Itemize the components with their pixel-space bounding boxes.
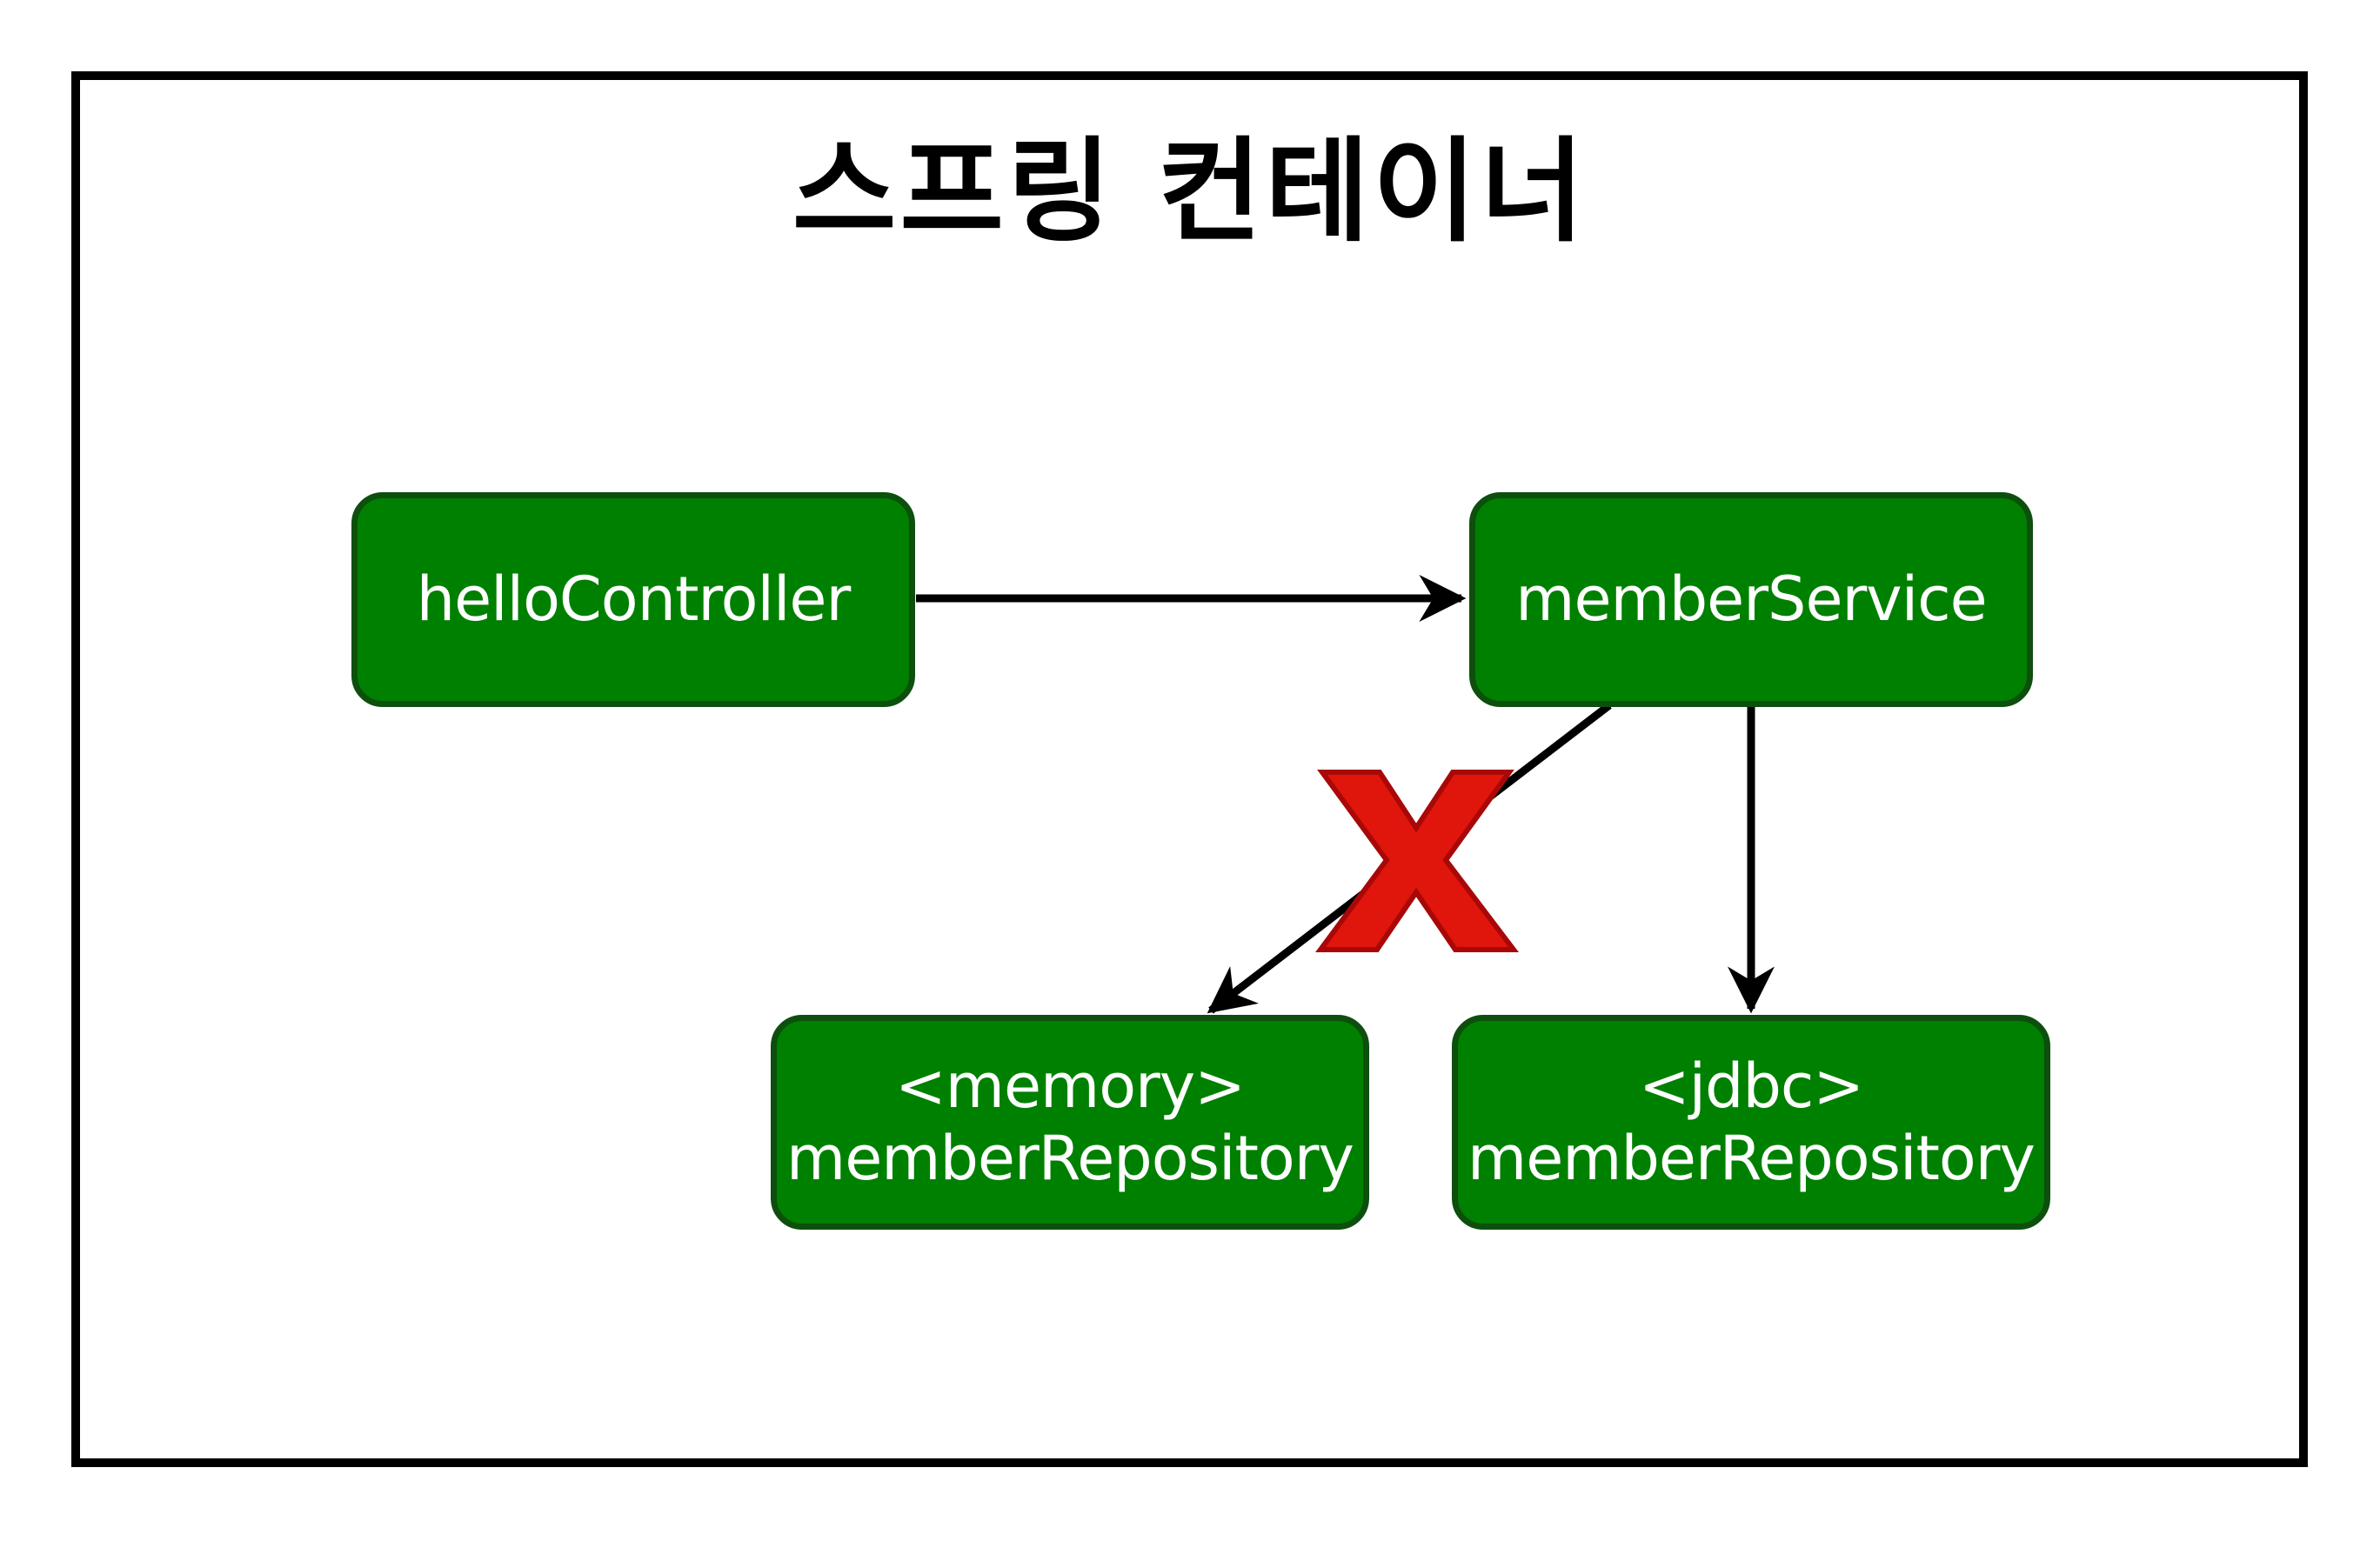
memory-repository-name-label: memberRepository xyxy=(786,1122,1354,1194)
jdbc-repository-type-label: <jdbc> xyxy=(1638,1050,1864,1122)
hello-controller-node[interactable]: helloController xyxy=(351,492,915,707)
jdbc-repository-name-label: memberRepository xyxy=(1467,1122,2036,1194)
jdbc-member-repository-node[interactable]: <jdbc> memberRepository xyxy=(1452,1015,2050,1230)
member-service-label: memberService xyxy=(1515,564,1987,636)
memory-repository-type-label: <memory> xyxy=(895,1050,1246,1122)
memory-member-repository-node[interactable]: <memory> memberRepository xyxy=(771,1015,1369,1230)
hello-controller-label: helloController xyxy=(416,564,851,636)
red-x-icon xyxy=(1315,770,1520,952)
diagram-title: 스프링 컨테이너 xyxy=(792,125,1588,257)
spring-container-frame xyxy=(71,71,2308,1467)
member-service-node[interactable]: memberService xyxy=(1469,492,2033,707)
